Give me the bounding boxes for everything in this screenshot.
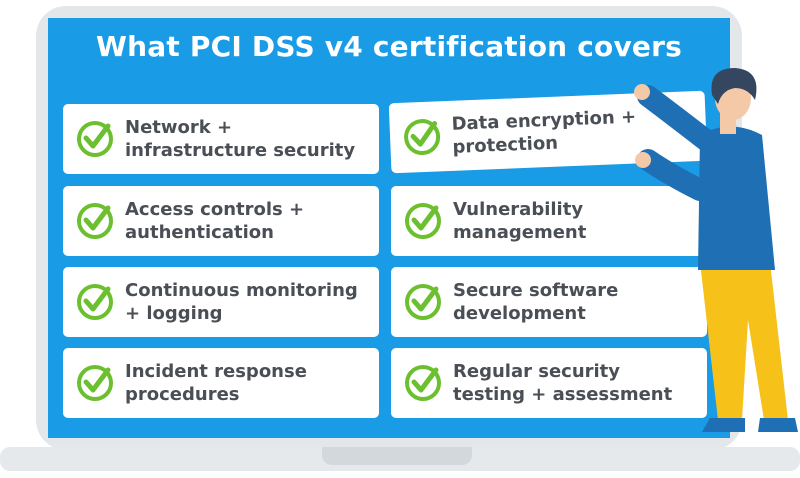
laptop-notch (322, 447, 472, 465)
coverage-label: Secure software development (453, 280, 619, 324)
person-lower-hand (635, 152, 651, 168)
person-lower-arm (637, 149, 711, 201)
checkmark-circle-icon (77, 365, 113, 401)
person-shoe-left (702, 418, 745, 432)
coverage-card-access: Access controls + authentication (63, 186, 379, 256)
person-hair (711, 68, 757, 104)
person-upper-arm (637, 85, 723, 156)
coverage-label: Access controls + authentication (125, 199, 305, 243)
coverage-label: Network + infrastructure security (125, 117, 356, 161)
person-torso (698, 126, 775, 270)
coverage-card-encryption: Data encryption + protection (388, 90, 708, 174)
page-title: What PCI DSS v4 certification covers (96, 30, 682, 63)
checkmark-circle-icon (405, 365, 441, 401)
coverage-label: Vulnerability management (453, 199, 587, 243)
coverage-card-vulnerability: Vulnerability management (391, 186, 707, 256)
person-shoe-right (758, 418, 798, 432)
person-illustration (634, 68, 798, 432)
checkmark-circle-icon (77, 284, 113, 320)
person-upper-hand (634, 84, 650, 100)
coverage-card-network: Network + infrastructure security (63, 104, 379, 174)
coverage-label: Continuous monitoring + logging (125, 280, 358, 324)
coverage-card-monitoring: Continuous monitoring + logging (63, 267, 379, 337)
checkmark-circle-icon (405, 203, 441, 239)
coverage-label: Incident response procedures (125, 361, 307, 405)
coverage-label: Regular security testing + assessment (453, 361, 673, 405)
checkmark-circle-icon (405, 284, 441, 320)
coverage-card-incident: Incident response procedures (63, 348, 379, 418)
checkmark-circle-icon (77, 121, 113, 157)
checkmark-circle-icon (404, 119, 441, 156)
coverage-card-testing: Regular security testing + assessment (391, 348, 707, 418)
person-pants (700, 262, 788, 420)
checkmark-circle-icon (77, 203, 113, 239)
coverage-card-software: Secure software development (391, 267, 707, 337)
